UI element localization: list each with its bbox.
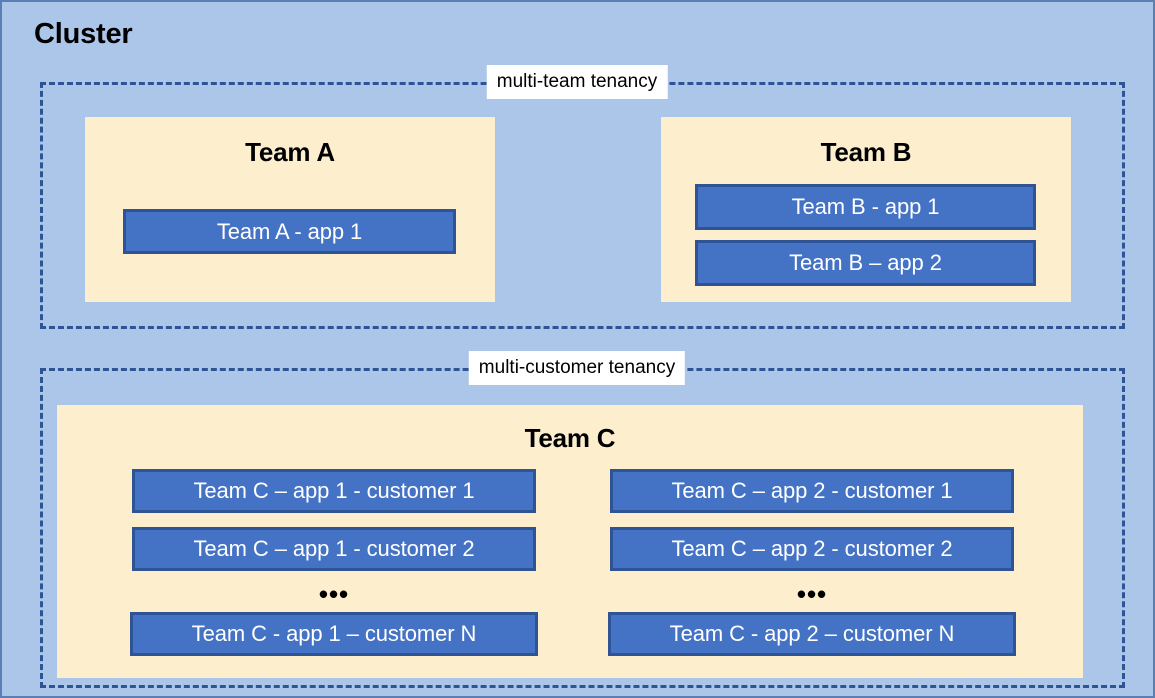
team-title-team-a: Team A [245,137,335,167]
team-box-team-a: Team A Team A - app 1 [85,117,495,302]
app-box-team-b-app-2[interactable]: Team B – app 2 [695,240,1036,286]
app-box-team-b-app-1[interactable]: Team B - app 1 [695,184,1036,230]
app-box-team-c-app-1-customer-2[interactable]: Team C – app 1 - customer 2 [132,527,536,571]
app-box-team-c-app-2-customer-n[interactable]: Team C - app 2 – customer N [608,612,1016,656]
team-box-team-c: Team C Team C – app 1 - customer 1 Team … [57,405,1083,678]
app-box-team-c-app-1-customer-1[interactable]: Team C – app 1 - customer 1 [132,469,536,513]
page-title: Cluster [34,18,133,50]
ellipsis-team-c-app-1: ••• [318,579,350,609]
ellipsis-team-c-app-2: ••• [796,579,828,609]
app-box-team-c-app-2-customer-1[interactable]: Team C – app 2 - customer 1 [610,469,1014,513]
team-box-team-b: Team B Team B - app 1 Team B – app 2 [661,117,1071,302]
team-title-team-b: Team B [820,137,912,167]
app-box-team-a-app-1[interactable]: Team A - app 1 [123,209,456,254]
app-box-team-c-app-1-customer-n[interactable]: Team C - app 1 – customer N [130,612,538,656]
team-title-team-c: Team C [524,423,616,453]
region-label-multi-customer-tenancy: multi-customer tenancy [468,351,686,385]
app-box-team-c-app-2-customer-2[interactable]: Team C – app 2 - customer 2 [610,527,1014,571]
region-label-multi-team-tenancy: multi-team tenancy [486,65,668,99]
